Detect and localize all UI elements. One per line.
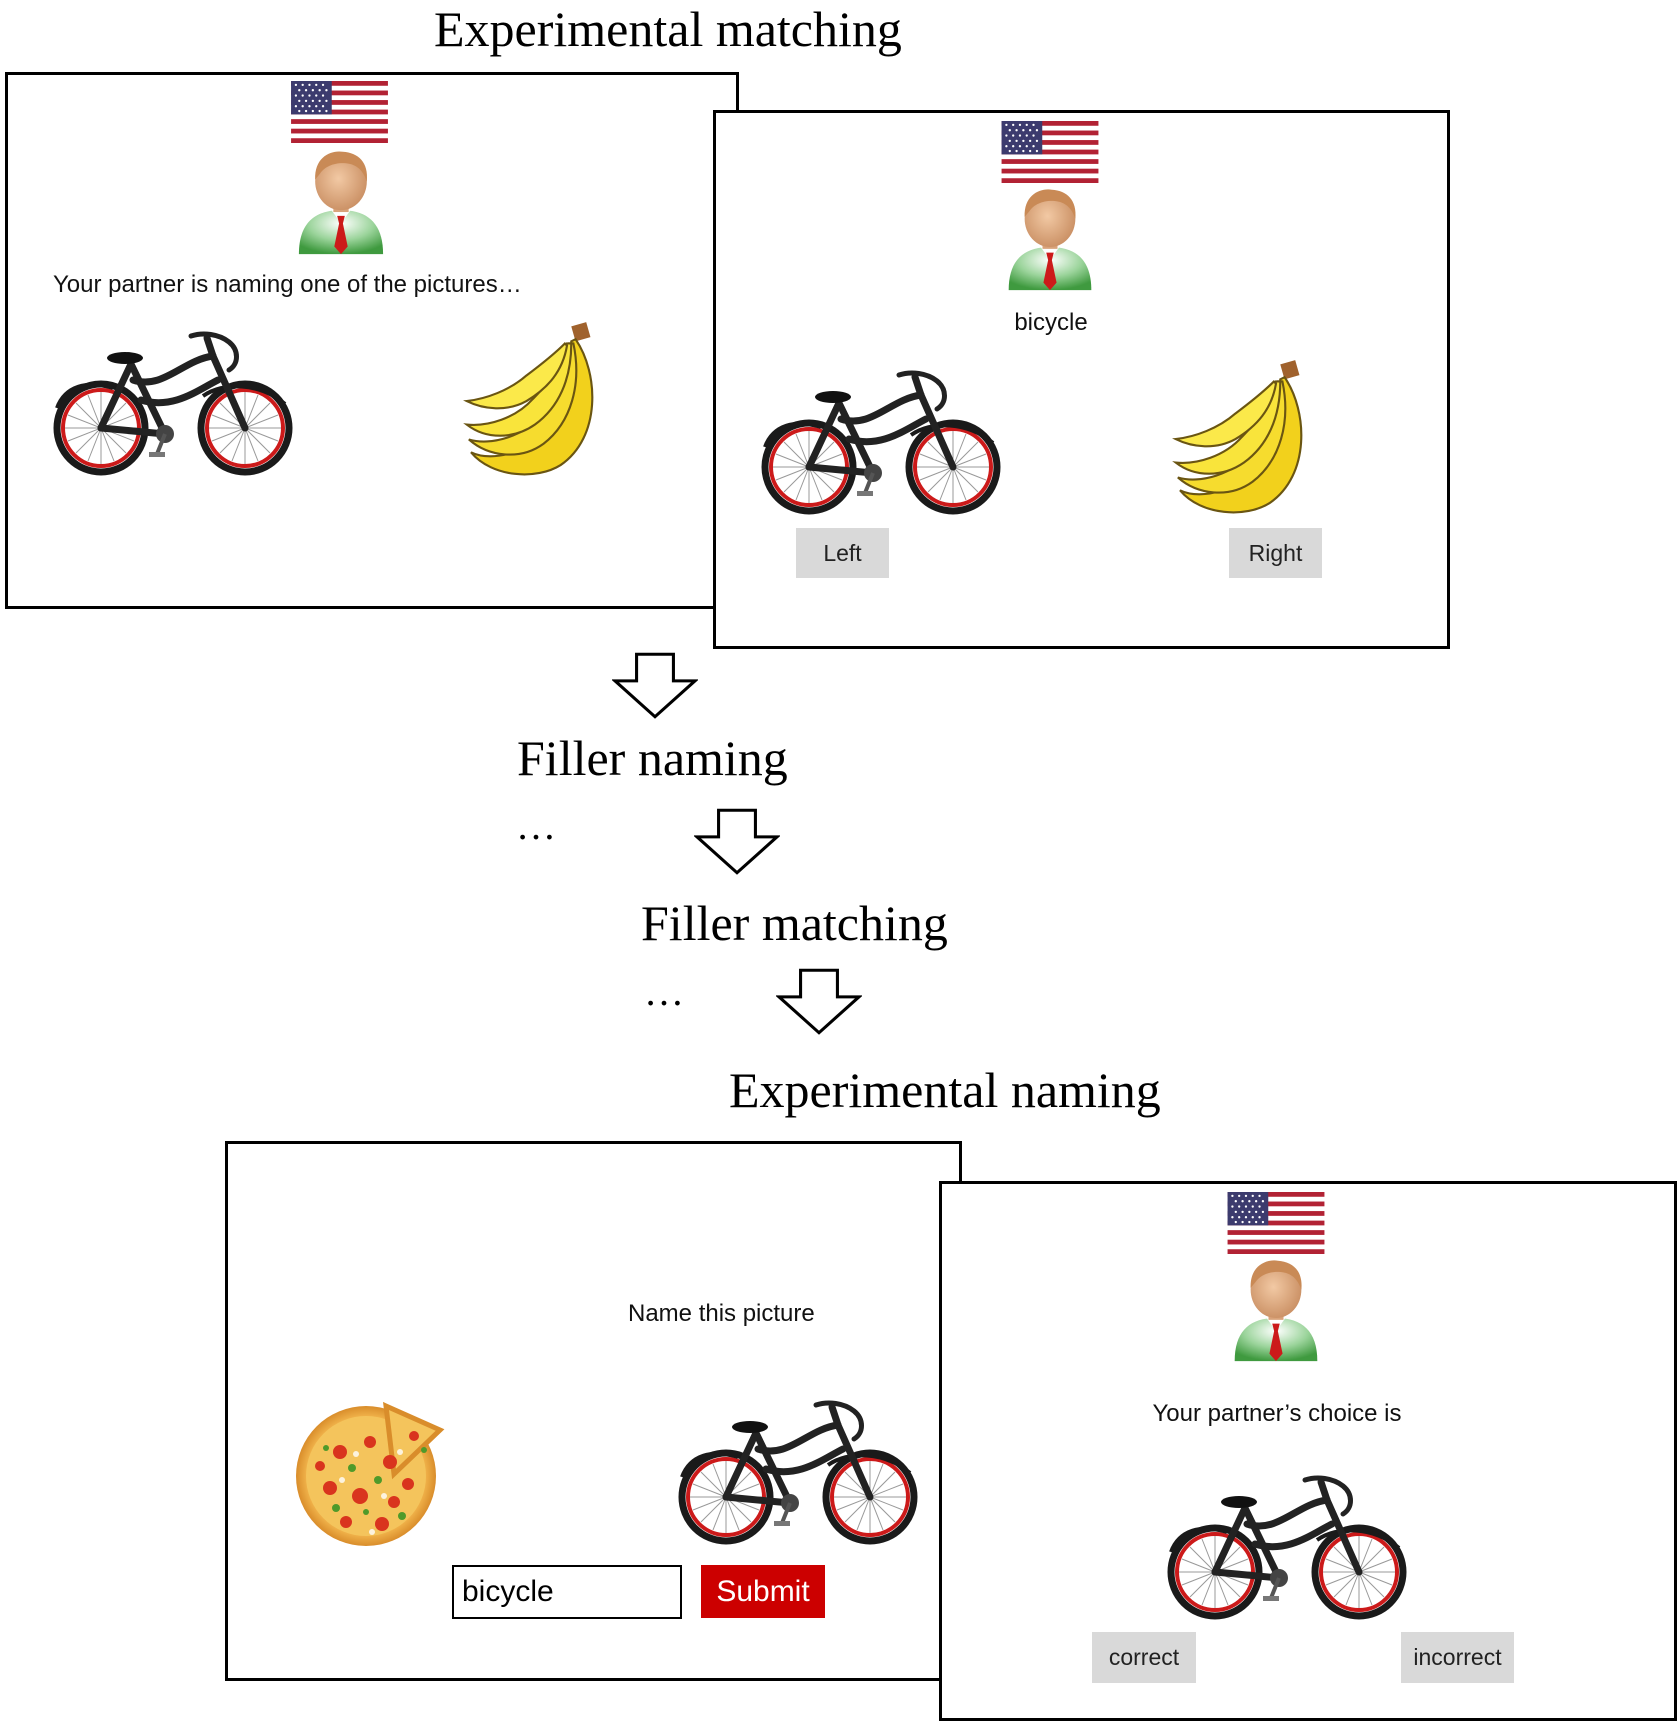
screen-partner-naming: Your partner is naming one of the pictur… [5, 72, 739, 609]
down-arrow-icon [694, 808, 780, 876]
naming-input[interactable]: bicycle [452, 1565, 682, 1619]
screen-naming: Name this picture bicycle Submit [225, 1141, 962, 1681]
partner-status-text: Your partner is naming one of the pictur… [53, 271, 522, 298]
bicycle-picture [678, 1399, 918, 1549]
down-arrow-icon [776, 968, 862, 1036]
left-button[interactable]: Left [796, 528, 889, 578]
stage-title-filler-naming: Filler naming [517, 730, 788, 786]
bicycle-picture [761, 369, 1001, 519]
us-flag-icon [291, 81, 388, 143]
ellipsis-2: … [644, 969, 690, 1014]
bicycle-picture [1167, 1474, 1407, 1624]
bicycle-picture [53, 330, 293, 480]
partner-choice-text: Your partner’s choice is [1152, 1400, 1402, 1427]
screen-matching: bicycle Left Right [713, 110, 1450, 649]
pizza-picture [290, 1392, 450, 1552]
screen-feedback: Your partner’s choice is correct incorre… [939, 1181, 1677, 1721]
stage-title-filler-matching: Filler matching [641, 895, 948, 951]
banana-picture [1169, 358, 1319, 518]
partner-avatar-icon [1003, 185, 1097, 293]
partner-avatar-icon [1229, 1256, 1323, 1364]
naming-prompt-text: Name this picture [628, 1300, 815, 1327]
partner-word-text: bicycle [1014, 309, 1088, 336]
stage-title-experimental-matching: Experimental matching [434, 1, 902, 57]
stage-title-experimental-naming: Experimental naming [729, 1062, 1161, 1118]
us-flag-icon [1227, 1192, 1325, 1254]
submit-button[interactable]: Submit [701, 1565, 825, 1618]
banana-picture [460, 320, 610, 480]
incorrect-button[interactable]: incorrect [1401, 1632, 1514, 1683]
partner-avatar-icon [293, 147, 389, 257]
correct-button[interactable]: correct [1092, 1632, 1196, 1683]
ellipsis-1: … [516, 803, 562, 848]
right-button[interactable]: Right [1229, 528, 1322, 578]
down-arrow-icon [612, 652, 698, 720]
us-flag-icon [1001, 121, 1099, 183]
